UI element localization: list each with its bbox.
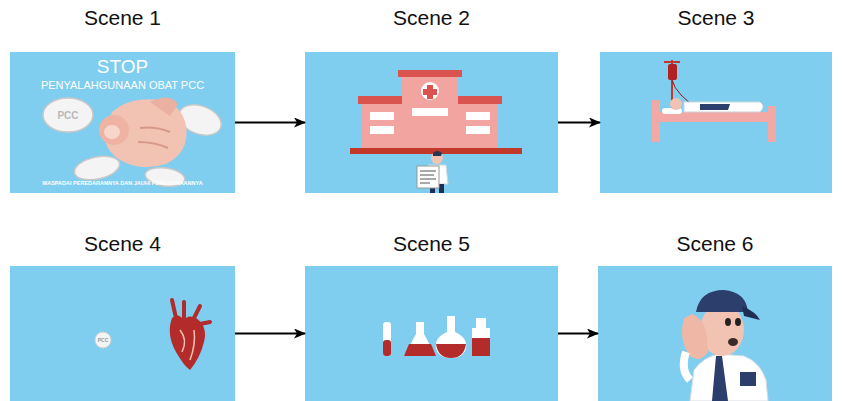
hospital-base [350, 148, 522, 154]
flow-arrow [558, 122, 600, 124]
subheadline: PENYALAHGUNAAN OBAT PCC [10, 79, 235, 91]
hospital-roof [398, 70, 462, 77]
bed-foot [768, 106, 776, 142]
doctor-hair [433, 151, 442, 156]
doctor-head [431, 152, 443, 164]
scene4-art [95, 300, 210, 370]
doctor-leg [430, 184, 435, 193]
flask-liquid [436, 344, 466, 358]
scene5-art [383, 316, 490, 358]
doctor-sign [417, 166, 439, 188]
hand-palm [104, 99, 187, 167]
scene-panel: Scene 2 [305, 52, 558, 193]
scene6-art [682, 290, 768, 401]
hand-crease [138, 128, 170, 149]
hospital-roof [358, 96, 502, 104]
scene3-art [652, 60, 776, 142]
eye [725, 318, 731, 326]
hand [682, 314, 708, 359]
scene-title: Scene 6 [598, 232, 832, 255]
pill-label: PCC [48, 110, 88, 121]
bottle [472, 318, 490, 356]
pocket [740, 372, 756, 386]
iv-tube [672, 80, 700, 110]
pill [144, 165, 186, 188]
patient-clothes [700, 104, 730, 110]
face [700, 304, 744, 356]
tube-liquid [383, 340, 391, 356]
red-cross [423, 85, 437, 99]
iv-bag [668, 64, 677, 80]
window [370, 112, 394, 120]
bottle-liquid [472, 338, 490, 356]
round-flask [436, 316, 467, 358]
scene2-art [350, 70, 522, 193]
scene1-art [43, 97, 225, 188]
tie [712, 356, 728, 401]
hand-fingertip [99, 115, 129, 145]
pill [175, 99, 226, 140]
window [466, 126, 490, 134]
blanket [684, 102, 763, 112]
sleeve [684, 352, 690, 380]
scene-title: Scene 3 [600, 6, 832, 29]
shirt [690, 354, 768, 401]
doctor-leg [439, 184, 444, 193]
cross-badge [421, 82, 439, 100]
scene-title: Scene 2 [305, 6, 558, 29]
scene-panel: Scene 1STOPPENYALAHGUNAAN OBAT PCCWASPAD… [10, 52, 235, 193]
bed-frame [652, 112, 776, 122]
scene-title: Scene 1 [10, 6, 235, 29]
test-tube [383, 322, 391, 356]
window [466, 112, 490, 120]
flow-arrow [235, 333, 305, 335]
window [412, 108, 448, 116]
flow-arrow [558, 333, 598, 335]
cap [696, 290, 748, 312]
window [370, 126, 394, 134]
pillow [662, 108, 682, 114]
scene-panel: Scene 5 [305, 266, 558, 401]
hospital-wing [362, 102, 498, 150]
hand-thumb [150, 97, 178, 116]
iv-stand [671, 60, 673, 112]
iv-hook [664, 61, 680, 63]
cap-brim [742, 306, 760, 320]
heart [170, 315, 205, 370]
hospital-tower [402, 74, 458, 150]
pill [43, 98, 93, 132]
scene-panel: Scene 4 [10, 266, 235, 401]
patient-head [670, 98, 682, 110]
flask-liquid [404, 344, 436, 356]
flow-arrow [235, 122, 305, 124]
sign-lines [420, 171, 436, 183]
scene-panel: Scene 3 [600, 52, 832, 193]
pill [72, 152, 122, 183]
bed-head [652, 100, 660, 142]
mouth [728, 338, 738, 346]
headline: STOP [10, 57, 235, 78]
heart-lines [180, 330, 195, 360]
footer-note: WASPADAI PEREDARANNYA DAN JAUHI PENGGUNA… [10, 180, 235, 186]
doctor-coat [426, 165, 448, 184]
fingernail [104, 125, 120, 139]
scene-panel: Scene 6 [598, 266, 832, 401]
pill-label: PCC [93, 337, 113, 343]
heart-vessels [172, 300, 210, 324]
flask [404, 322, 436, 356]
eye [735, 318, 741, 326]
scene-title: Scene 4 [10, 232, 235, 255]
scene-title: Scene 5 [305, 232, 558, 255]
